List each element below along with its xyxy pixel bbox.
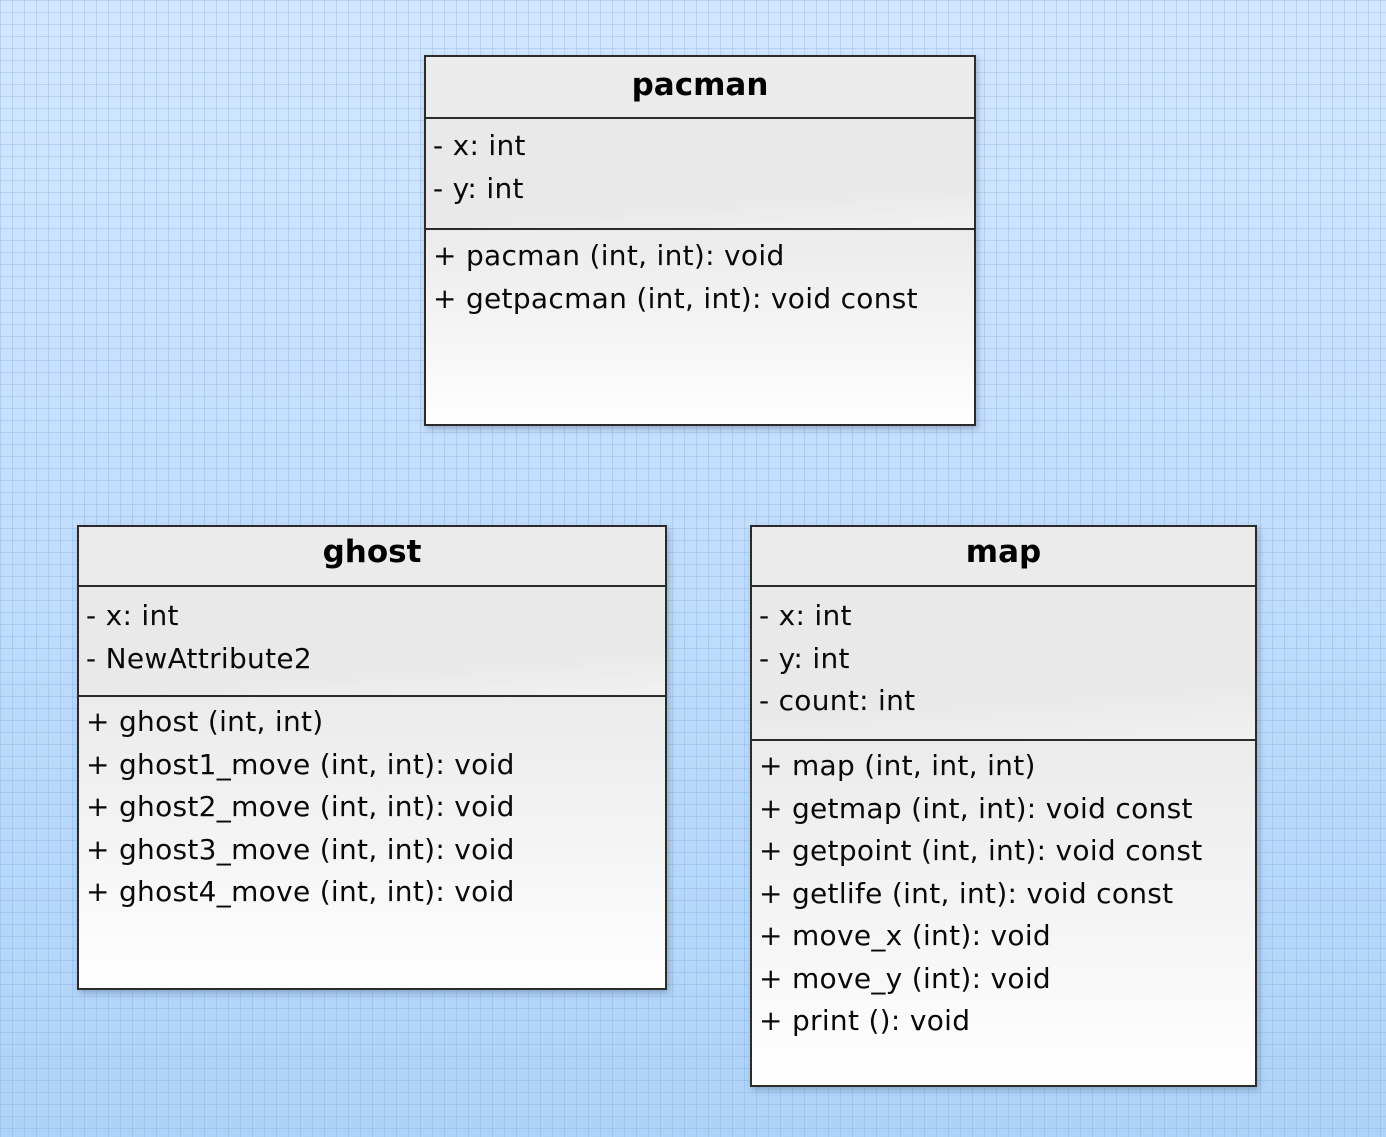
class-box-ghost[interactable]: ghost - x: int - NewAttribute2 + ghost (… <box>77 525 667 990</box>
operation-item: + pacman (int, int): void <box>433 239 785 272</box>
attribute-item: - x: int <box>433 129 526 162</box>
attribute-item: - x: int <box>86 599 179 632</box>
class-box-map[interactable]: map - x: int - y: int - count: int + map… <box>750 525 1257 1087</box>
class-name: ghost <box>79 527 665 587</box>
operations-compartment: + map (int, int, int) + getmap (int, int… <box>752 741 1255 1085</box>
operation-item: + map (int, int, int) <box>759 749 1036 782</box>
operation-item: + ghost3_move (int, int): void <box>86 832 515 866</box>
operation-item: + ghost2_move (int, int): void <box>86 790 515 823</box>
operations-compartment: + pacman (int, int): void + getpacman (i… <box>426 230 974 424</box>
class-name: pacman <box>426 57 974 119</box>
attribute-item: - count: int <box>759 684 916 717</box>
operation-item: + getmap (int, int): void const <box>759 791 1193 825</box>
attribute-item: - y: int <box>759 641 850 675</box>
attributes-compartment: - x: int - NewAttribute2 <box>79 587 665 697</box>
operation-item: + ghost (int, int) <box>86 705 324 738</box>
attributes-compartment: - x: int - y: int - count: int <box>752 587 1255 741</box>
attributes-compartment: - x: int - y: int <box>426 119 974 230</box>
operation-item: + getpoint (int, int): void const <box>759 834 1203 867</box>
class-box-pacman[interactable]: pacman - x: int - y: int + pacman (int, … <box>424 55 976 426</box>
operation-item: + move_x (int): void <box>759 919 1051 952</box>
attribute-item: - y: int <box>433 171 524 205</box>
operations-compartment: + ghost (int, int) + ghost1_move (int, i… <box>79 697 665 988</box>
operation-item: + ghost4_move (int, int): void <box>86 875 515 908</box>
operation-item: + getpacman (int, int): void const <box>433 281 918 315</box>
operation-item: + move_y (int): void <box>759 961 1051 995</box>
operation-item: + getlife (int, int): void const <box>759 876 1174 910</box>
operation-item: + print (): void <box>759 1004 971 1037</box>
class-name: map <box>752 527 1255 587</box>
operation-item: + ghost1_move (int, int): void <box>86 747 515 781</box>
attribute-item: - NewAttribute2 <box>86 641 313 675</box>
attribute-item: - x: int <box>759 599 852 632</box>
